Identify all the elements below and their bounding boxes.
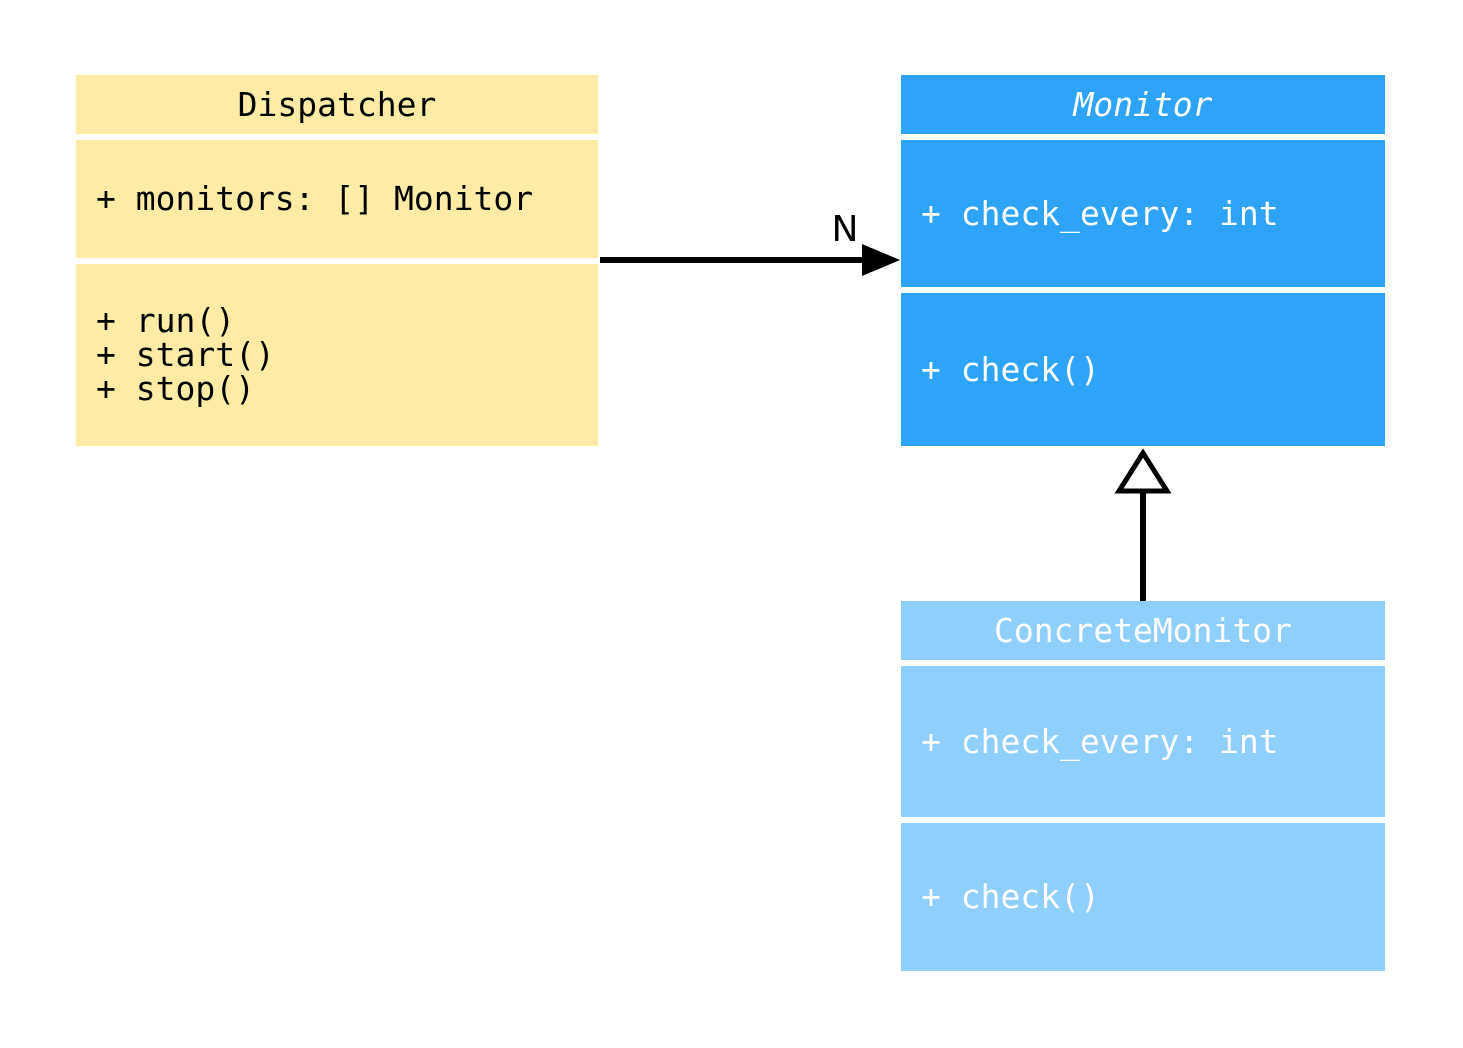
class-attributes-dispatcher: + monitors: [] Monitor [76,140,598,258]
class-title-dispatcher: Dispatcher [76,75,598,134]
method-line: + start() [96,335,275,374]
attribute-line: + check_every: int [921,193,1279,233]
class-methods-concrete-monitor: + check() [901,823,1385,971]
association-multiplicity-label: N [832,209,859,250]
class-attributes-monitor: + check_every: int [901,140,1385,287]
class-box-concrete-monitor: ConcreteMonitor + check_every: int + che… [901,601,1385,971]
association-dispatcher-to-monitor: N [600,209,900,276]
inheritance-concretemonitor-to-monitor [1114,448,1172,601]
attribute-line: + monitors: [] Monitor [96,179,534,218]
class-name: ConcreteMonitor [993,610,1292,650]
class-attributes-concrete-monitor: + check_every: int [901,666,1385,817]
class-box-monitor: Monitor + check_every: int + check() [901,75,1385,446]
association-arrowhead-icon [862,244,900,276]
inheritance-triangle-icon [1114,448,1172,494]
method-line: + check() [921,877,1100,916]
class-name: Dispatcher [237,84,437,124]
method-line: + stop() [96,369,255,408]
class-methods-monitor: + check() [901,293,1385,446]
method-line: + run() [96,301,236,340]
attribute-line: + check_every: int [921,721,1279,761]
class-title-concrete-monitor: ConcreteMonitor [901,601,1385,660]
class-title-monitor: Monitor [901,75,1385,134]
class-methods-dispatcher: + run() + start() + stop() [76,264,598,446]
class-name: Monitor [1073,84,1213,124]
method-line: + check() [921,349,1100,389]
class-box-dispatcher: Dispatcher + monitors: [] Monitor + run(… [76,75,598,446]
